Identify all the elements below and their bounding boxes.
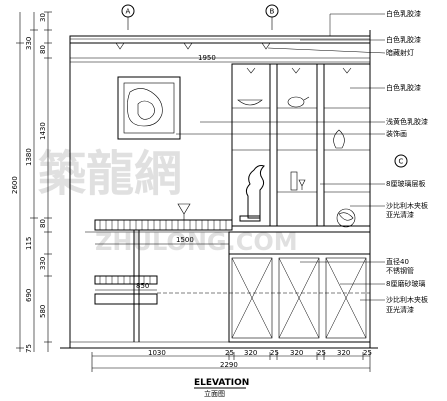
ceiling-band <box>69 35 371 44</box>
lower-cabinet <box>157 231 371 343</box>
dim-inner-2: 850 <box>136 282 149 290</box>
dim-bottom-2: 320 <box>244 349 257 357</box>
grid-marker-b-label: B <box>270 8 275 16</box>
grid-marker-c <box>394 154 408 168</box>
dim-bottom-6: 320 <box>337 349 350 357</box>
wine-glass-icon <box>177 203 191 221</box>
label-6: 8厘玻璃层板 <box>386 179 425 188</box>
decor-plate-icon <box>336 208 356 228</box>
dim-bottom-1: 25 <box>225 349 234 357</box>
sculpture <box>239 165 265 222</box>
lower-cabinet-frame <box>228 231 371 343</box>
label-5: 装饰画 <box>386 129 407 138</box>
grid-marker-a-label: A <box>126 8 131 16</box>
dim-left-0: 30 <box>39 13 47 22</box>
bottle-icon <box>290 171 298 191</box>
ceiling-spotlights <box>115 42 271 50</box>
label-4: 浅黄色乳胶漆 <box>386 117 428 126</box>
wine-glass-icon <box>298 179 306 190</box>
subtitle-text: 立面图 <box>204 389 225 398</box>
dim-left-7: 115 <box>25 237 33 250</box>
grid-markers: A B C <box>121 4 408 168</box>
bowl-icon <box>237 99 263 106</box>
vase-icon <box>333 129 345 149</box>
dim-left-3: 1430 <box>39 122 47 140</box>
painting-frame <box>117 76 181 140</box>
dim-bottom-4: 320 <box>290 349 303 357</box>
label-12: 沙比利木夹板 <box>386 295 428 304</box>
grid-marker-c-label: C <box>399 158 404 166</box>
drawing-title: ELEVATION 立面图 <box>194 378 249 398</box>
decorative-painting <box>117 76 181 140</box>
cabinet-frame <box>231 63 371 227</box>
dim-left-8: 330 <box>39 257 47 270</box>
bar-counter <box>85 203 233 342</box>
dim-left-9: 690 <box>25 289 33 302</box>
dim-left-2: 80 <box>39 45 47 54</box>
display-cabinet <box>231 63 371 228</box>
dim-inner-1: 1500 <box>176 236 194 244</box>
dim-left-1: 330 <box>25 37 33 50</box>
label-3: 白色乳胶漆 <box>386 83 421 92</box>
label-9: 直径40 <box>386 257 409 266</box>
title-text: ELEVATION <box>194 378 249 388</box>
label-13: 亚光清漆 <box>386 305 414 314</box>
low-shelf <box>94 275 158 285</box>
dim-bottom-3: 25 <box>270 349 279 357</box>
dim-bottom-5: 25 <box>317 349 326 357</box>
label-7: 沙比利木夹板 <box>386 201 428 210</box>
dim-left-6: 80 <box>39 219 47 228</box>
dimensions-bottom: 1030 25 320 25 320 25 320 25 2290 <box>91 349 372 372</box>
material-labels: 白色乳胶漆 白色乳胶漆 暗藏射灯 白色乳胶漆 浅黄色乳胶漆 装饰画 8厘玻璃层板… <box>176 9 428 314</box>
counter-top <box>94 219 233 231</box>
watermark-latin: ZHULONG.COM <box>95 228 298 256</box>
teapot-icon <box>287 96 305 108</box>
label-11: 8厘磨砂玻璃 <box>386 279 425 288</box>
label-10: 不锈钢管 <box>386 266 414 275</box>
dim-bottom-0: 1030 <box>148 349 166 357</box>
label-8: 亚光清漆 <box>386 210 414 219</box>
label-2: 暗藏射灯 <box>386 48 414 57</box>
dim-inner-0: 1950 <box>198 54 216 62</box>
dim-left-11: 75 <box>25 344 33 353</box>
dimensions-left: 30 330 80 1430 1380 2600 80 115 330 690 … <box>11 11 52 353</box>
dim-left-10: 580 <box>39 305 47 318</box>
dimensions-inner: 1950 1500 850 <box>70 54 370 291</box>
label-1: 白色乳胶漆 <box>386 35 421 44</box>
label-0: 白色乳胶漆 <box>386 9 421 18</box>
dim-left-5: 2600 <box>11 176 19 194</box>
dim-total: 2290 <box>220 361 238 369</box>
dim-bottom-7: 25 <box>363 349 372 357</box>
watermark-chars: 築龍網 <box>38 146 182 202</box>
dim-left-4: 1380 <box>25 148 33 166</box>
